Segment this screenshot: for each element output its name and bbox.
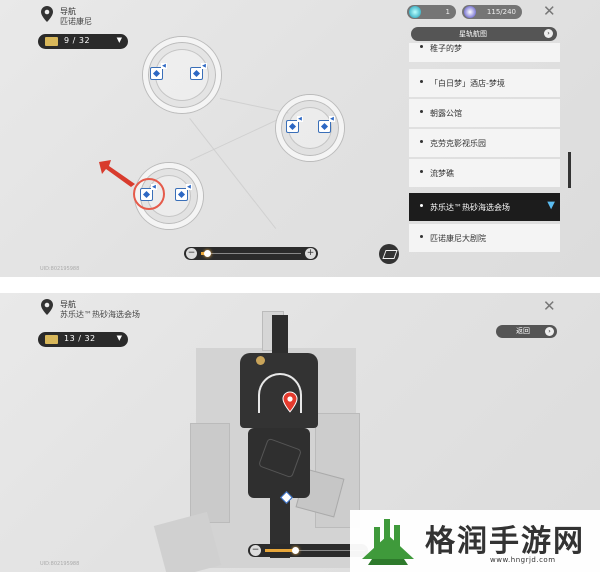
npc-icon[interactable]: [256, 356, 265, 365]
chest-count: 9 / 32: [64, 36, 91, 45]
zoom-slider[interactable]: −: [248, 544, 368, 557]
chest-icon: [45, 335, 58, 344]
star-chart-button[interactable]: 星轨航图 ›: [411, 27, 557, 41]
trailblaze-power-icon: [464, 6, 476, 18]
watermark: 格润手游网 www.hngrjd.com: [350, 510, 600, 572]
header-subtitle: 匹诺康尼: [60, 17, 92, 26]
zoom-fill: [265, 549, 295, 552]
map-building: [190, 423, 230, 523]
map-walkway: [248, 428, 310, 498]
watermark-logo-icon: [362, 519, 414, 565]
trailblaze-power-resource[interactable]: 115/240: [462, 5, 522, 19]
chest-counter[interactable]: 9 / 32 ▼: [38, 34, 128, 49]
header-title: 导航: [60, 300, 76, 309]
currency-resource[interactable]: 1: [407, 5, 456, 19]
location-item[interactable]: 稚子的梦: [409, 43, 560, 62]
map-connector: [219, 98, 289, 114]
teleport-icon[interactable]: ◀: [318, 116, 335, 133]
chest-count: 13 / 32: [64, 334, 96, 343]
map-arc: [258, 373, 302, 413]
map-walkway: [270, 498, 290, 558]
teleport-icon[interactable]: ◀: [175, 184, 192, 201]
location-list: 稚子的梦 「白日梦」酒店-梦境 朝露公馆 克劳克影视乐园 流梦礁 苏乐达™热砂海…: [409, 43, 560, 265]
close-icon[interactable]: ✕: [543, 2, 556, 20]
map-pin-icon: [41, 6, 53, 22]
list-scrollbar[interactable]: [568, 152, 571, 188]
map-panel-overview: 导航 匹诺康尼 9 / 32 ▼ 1 115/240 ✕ ◀ ◀ ◀ ◀ ◀ ◀…: [0, 0, 600, 277]
location-item[interactable]: 流梦礁: [409, 159, 560, 187]
teleport-icon[interactable]: ◀: [286, 116, 303, 133]
watermark-name: 格润手游网: [425, 524, 585, 559]
uid-label: UID:802195988: [40, 561, 80, 567]
zoom-out-button[interactable]: −: [250, 545, 261, 556]
uid-label: UID:802195988: [40, 266, 80, 272]
header-subtitle: 苏乐达™热砂海选会场: [60, 310, 140, 319]
map-walkway: [272, 315, 288, 360]
chevron-down-icon: ▼: [116, 334, 122, 342]
close-icon[interactable]: ✕: [543, 297, 556, 315]
location-item[interactable]: 匹诺康尼大剧院: [409, 224, 560, 252]
map-connector: [190, 117, 282, 161]
chest-icon: [45, 37, 58, 46]
location-marker-icon: [282, 391, 298, 413]
map-connector: [189, 118, 277, 229]
chevron-down-icon: ▼: [116, 36, 122, 44]
chevron-down-icon: ▼: [547, 200, 555, 211]
location-item-selected[interactable]: 苏乐达™热砂海选会场▼: [409, 193, 560, 221]
trailblaze-power-value: 115/240: [486, 8, 516, 16]
header-title: 导航: [60, 7, 76, 16]
teleport-icon[interactable]: ◀: [190, 63, 207, 80]
chest-counter[interactable]: 13 / 32 ▼: [38, 332, 128, 347]
highlight-circle: [133, 178, 165, 210]
zoom-out-button[interactable]: −: [186, 248, 197, 259]
map-pin-icon: [41, 299, 53, 315]
star-chart-label: 星轨航图: [459, 30, 487, 38]
teleport-icon[interactable]: ◀: [150, 63, 167, 80]
back-label: 返回: [516, 327, 530, 335]
zoom-knob[interactable]: [204, 250, 211, 257]
zoom-in-button[interactable]: +: [305, 248, 316, 259]
location-item[interactable]: 「白日梦」酒店-梦境: [409, 69, 560, 97]
map-panel-detail: 导航 苏乐达™热砂海选会场 13 / 32 ▼ ✕ 返回 › − UID:802…: [0, 293, 600, 572]
map-layer-button[interactable]: [379, 244, 399, 264]
currency-icon: [409, 6, 421, 18]
watermark-url: www.hngrjd.com: [490, 556, 556, 564]
zoom-knob[interactable]: [292, 547, 299, 554]
back-button[interactable]: 返回 ›: [496, 325, 557, 338]
zoom-slider[interactable]: − +: [184, 247, 318, 260]
red-arrow-icon: [99, 160, 135, 187]
arrow-right-icon: ›: [544, 29, 553, 38]
location-item[interactable]: 克劳克影视乐园: [409, 129, 560, 157]
currency-value: 1: [445, 8, 450, 16]
location-item[interactable]: 朝露公馆: [409, 99, 560, 127]
arrow-right-icon: ›: [545, 327, 554, 336]
